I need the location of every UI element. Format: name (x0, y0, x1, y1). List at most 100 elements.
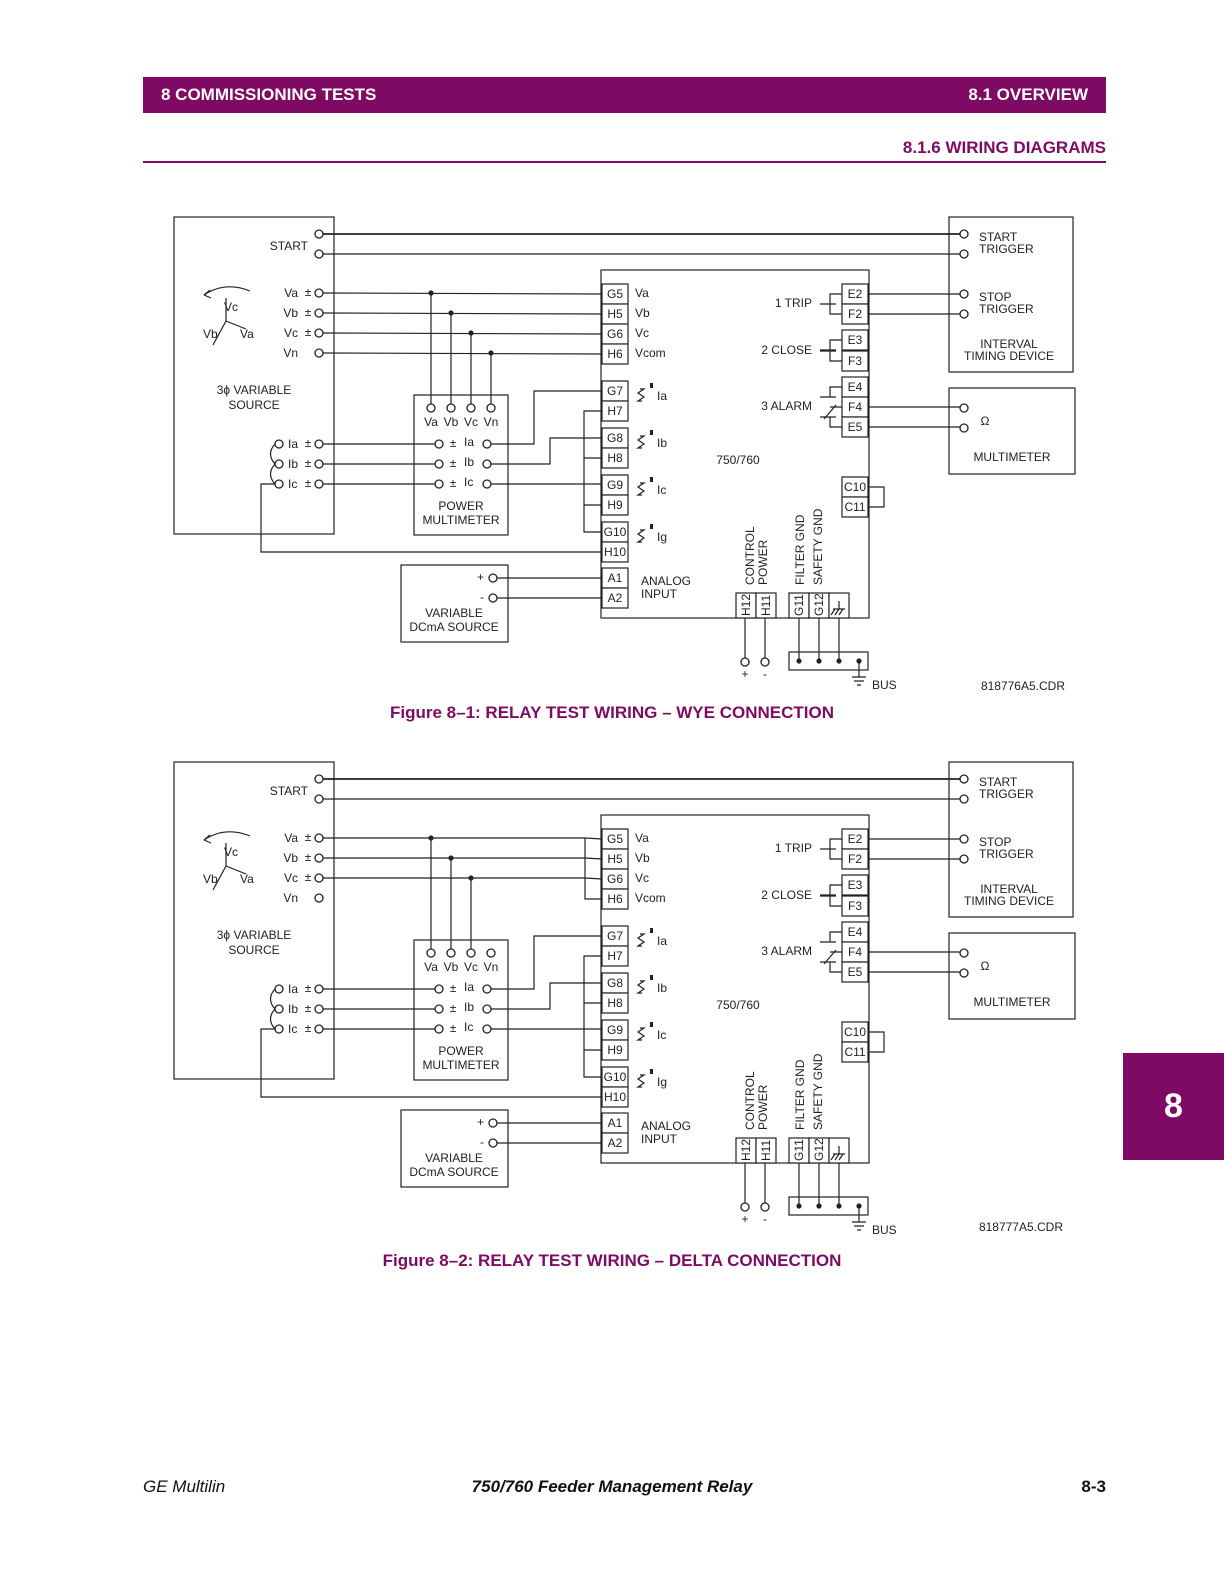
dcma-plus-terminal (488, 573, 498, 583)
terminal-label-f2: F2 (848, 852, 862, 866)
terminal-label-g12: G12 (812, 593, 826, 616)
relay-750-760-box (600, 269, 870, 619)
alarm-contact (820, 931, 842, 973)
polarity-mark: ± (305, 456, 312, 470)
control-power-minus (760, 1202, 770, 1212)
pm-vc-terminal (466, 948, 476, 958)
terminal-label-g5: G5 (607, 287, 623, 301)
neutral-return-wire (260, 483, 602, 553)
trip-contact (820, 293, 842, 315)
ct-polarity-ib (650, 975, 653, 980)
footer-company: GE Multilin (143, 1477, 226, 1496)
current-wire-ia (491, 390, 602, 445)
pm-vn-label: Vn (484, 960, 499, 974)
terminal-label-h7: H7 (607, 949, 623, 963)
source-vb-terminal (314, 853, 324, 863)
power-multimeter-title-2: MULTIMETER (422, 1058, 499, 1072)
relay-vc-input: Vc (635, 326, 649, 340)
source-title-1: 3ϕ VARIABLE (217, 928, 292, 942)
stop-trigger-label-1: STOP (979, 835, 1011, 849)
start-label: START (270, 239, 309, 253)
voltage-wire-vc (322, 332, 603, 335)
relay-750-760-box (600, 814, 870, 1164)
stop-trigger-label-1: STOP (979, 290, 1011, 304)
pm-ib-in (434, 459, 444, 469)
phasor-vc-label: Vc (224, 300, 238, 314)
pm-ia-out (482, 984, 492, 994)
polarity-mark: ± (305, 1021, 312, 1035)
pm-ib-label: Ib (464, 1000, 474, 1014)
ct-polarity-ib (650, 430, 653, 435)
voltage-wire-va (323, 837, 603, 840)
polarity-mark: ± (450, 476, 457, 490)
current-loop-links (269, 988, 276, 1030)
three-phase-source-box (173, 216, 335, 535)
polarity-mark: ± (450, 1001, 457, 1015)
polarity-mark: ± (305, 981, 312, 995)
ct-link-h7 (583, 955, 602, 983)
junction-dot (488, 350, 494, 356)
dcma-title-1: VARIABLE (425, 606, 483, 620)
page-header: 8 COMMISSIONING TESTS 8.1 OVERVIEW (143, 77, 1106, 113)
terminal-label-h8: H8 (607, 996, 623, 1010)
terminal-label-e2: E2 (848, 287, 863, 301)
ct-coil-ib (636, 435, 646, 449)
section-divider (143, 161, 1106, 163)
source-ia-out (274, 439, 284, 449)
pm-ia-out (482, 439, 492, 449)
source-ia-label: Ia (288, 437, 298, 451)
pm-vc-terminal (466, 403, 476, 413)
pm-ib-out (482, 459, 492, 469)
source-ia-label: Ia (288, 982, 298, 996)
footer-product: 750/760 Feeder Management Relay (471, 1477, 753, 1496)
close-contact (820, 884, 842, 907)
c10-c11-jumper (868, 486, 885, 508)
stop-trigger-1 (959, 289, 969, 299)
polarity-mark: ± (305, 850, 312, 864)
earth-ground-icon (852, 1221, 866, 1231)
relay-ig-input: Ig (657, 530, 667, 544)
source-vc-terminal (314, 873, 324, 883)
stop-trigger-2 (959, 309, 969, 319)
neutral-return-wire (260, 1028, 602, 1098)
terminal-label-f3: F3 (848, 354, 862, 368)
timing-device-title-1: INTERVAL (980, 337, 1038, 351)
analog-input-label-2: INPUT (641, 1132, 678, 1146)
control-minus-label: - (763, 1212, 767, 1226)
filter-gnd-label: FILTER GND (793, 1059, 807, 1130)
close-contact (820, 339, 842, 362)
terminal-label-h6: H6 (607, 347, 623, 361)
terminal-label-g6: G6 (607, 872, 623, 886)
phasor-vb (212, 865, 227, 891)
relay-ib-input: Ib (657, 436, 667, 450)
start-trigger-label-1: START (979, 775, 1018, 789)
terminal-label-g8: G8 (607, 431, 623, 445)
source-ia-out (274, 984, 284, 994)
chapter-tab[interactable]: 8 (1123, 1053, 1224, 1160)
terminal-label-g7: G7 (607, 384, 623, 398)
terminal-label-c10: C10 (844, 1025, 866, 1039)
source-vn-terminal (314, 893, 324, 903)
terminal-label-g5: G5 (607, 832, 623, 846)
voltage-wire-vb (323, 857, 603, 860)
phasor-vb-label: Vb (203, 327, 218, 341)
start-trigger-2 (959, 249, 969, 259)
terminal-label-h9: H9 (607, 1043, 623, 1057)
multimeter-box (948, 932, 1076, 1020)
ct-coil-ia (636, 933, 646, 947)
start-trigger-2 (959, 794, 969, 804)
pm-va-label: Va (424, 960, 438, 974)
voltage-wire-vb (322, 312, 603, 315)
stop-trigger-label-2: TRIGGER (979, 302, 1034, 316)
alarm-contact (820, 386, 842, 428)
terminal-label-h6: H6 (607, 892, 623, 906)
pm-ic-label: Ic (464, 1020, 473, 1034)
source-vc-label: Vc (284, 871, 298, 885)
terminal-label-f4: F4 (848, 400, 862, 414)
polarity-mark: ± (305, 830, 312, 844)
pm-ia-in (434, 984, 444, 994)
terminal-label-g10: G10 (604, 525, 627, 539)
ct-coil-ic (636, 482, 646, 496)
